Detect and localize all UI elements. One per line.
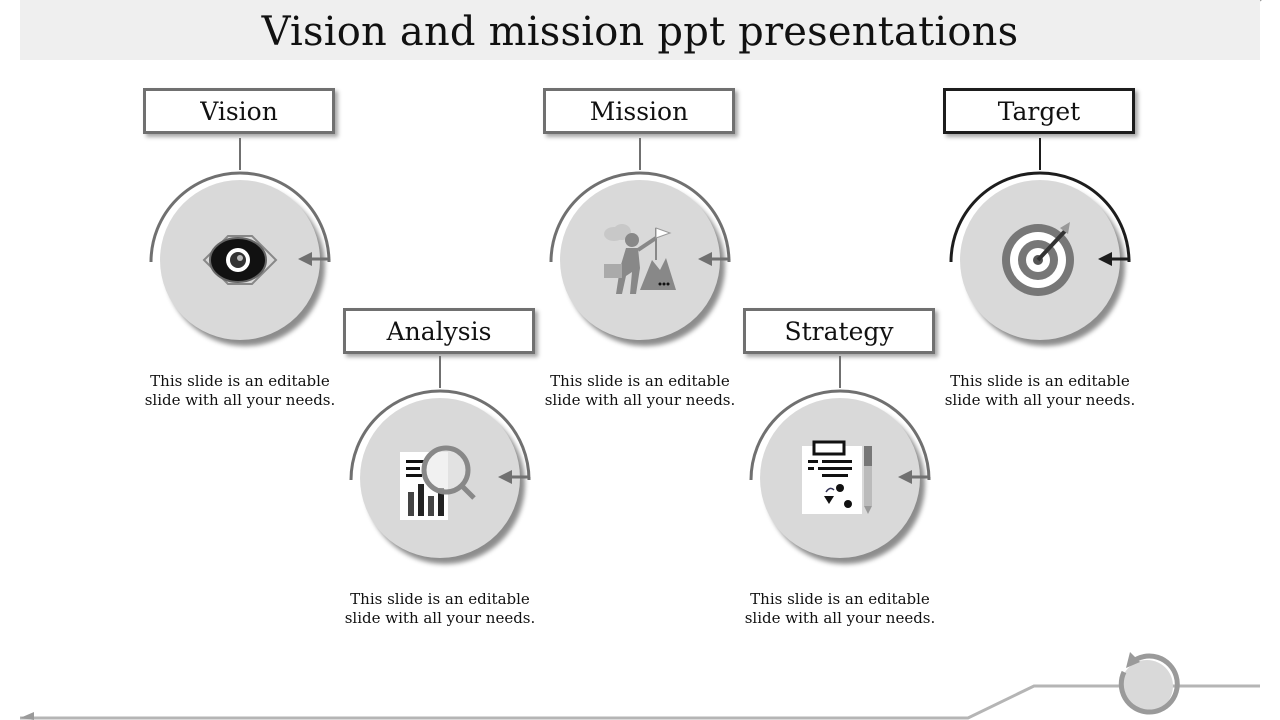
analysis-connector — [439, 356, 441, 388]
vision-connector — [239, 138, 241, 170]
target-arrow-icon — [1002, 222, 1074, 296]
analysis-arc — [349, 389, 531, 481]
target-label: Target — [997, 96, 1081, 126]
target-connector — [1039, 138, 1041, 170]
strategy-document-icon — [802, 440, 872, 514]
mission-label: Mission — [589, 96, 689, 126]
strategy-pointer-arrow — [898, 470, 928, 484]
title-band — [20, 0, 1260, 60]
mission-pointer-arrow — [698, 252, 728, 266]
replay-icon[interactable] — [1112, 648, 1182, 718]
analysis-label: Analysis — [386, 316, 492, 346]
vision-label-box: Vision — [143, 88, 335, 134]
analysis-description: This slide is an editable slide with all… — [344, 590, 536, 627]
mission-description: This slide is an editable slide with all… — [544, 372, 736, 409]
target-label-box: Target — [943, 88, 1135, 134]
strategy-arc — [749, 389, 931, 481]
vision-pointer-arrow — [298, 252, 328, 266]
eye-icon — [202, 235, 278, 285]
mission-label-box: Mission — [543, 88, 735, 134]
page-title: Vision and mission ppt presentations — [261, 9, 1019, 55]
strategy-label: Strategy — [784, 316, 894, 346]
strategy-description: This slide is an editable slide with all… — [744, 590, 936, 627]
target-arc — [949, 171, 1131, 263]
climber-flag-icon — [604, 224, 676, 294]
magnifier-chart-icon — [400, 445, 476, 520]
strategy-connector — [839, 356, 841, 388]
vision-label: Vision — [200, 96, 278, 126]
vision-description: This slide is an editable slide with all… — [144, 372, 336, 409]
mission-arc — [549, 171, 731, 263]
target-pointer-arrow — [1098, 252, 1128, 266]
mission-circle — [560, 180, 720, 340]
strategy-label-box: Strategy — [743, 308, 935, 354]
analysis-pointer-arrow — [498, 470, 528, 484]
analysis-label-box: Analysis — [343, 308, 535, 354]
vision-arc — [149, 171, 331, 263]
mission-connector — [639, 138, 641, 170]
target-description: This slide is an editable slide with all… — [944, 372, 1136, 409]
